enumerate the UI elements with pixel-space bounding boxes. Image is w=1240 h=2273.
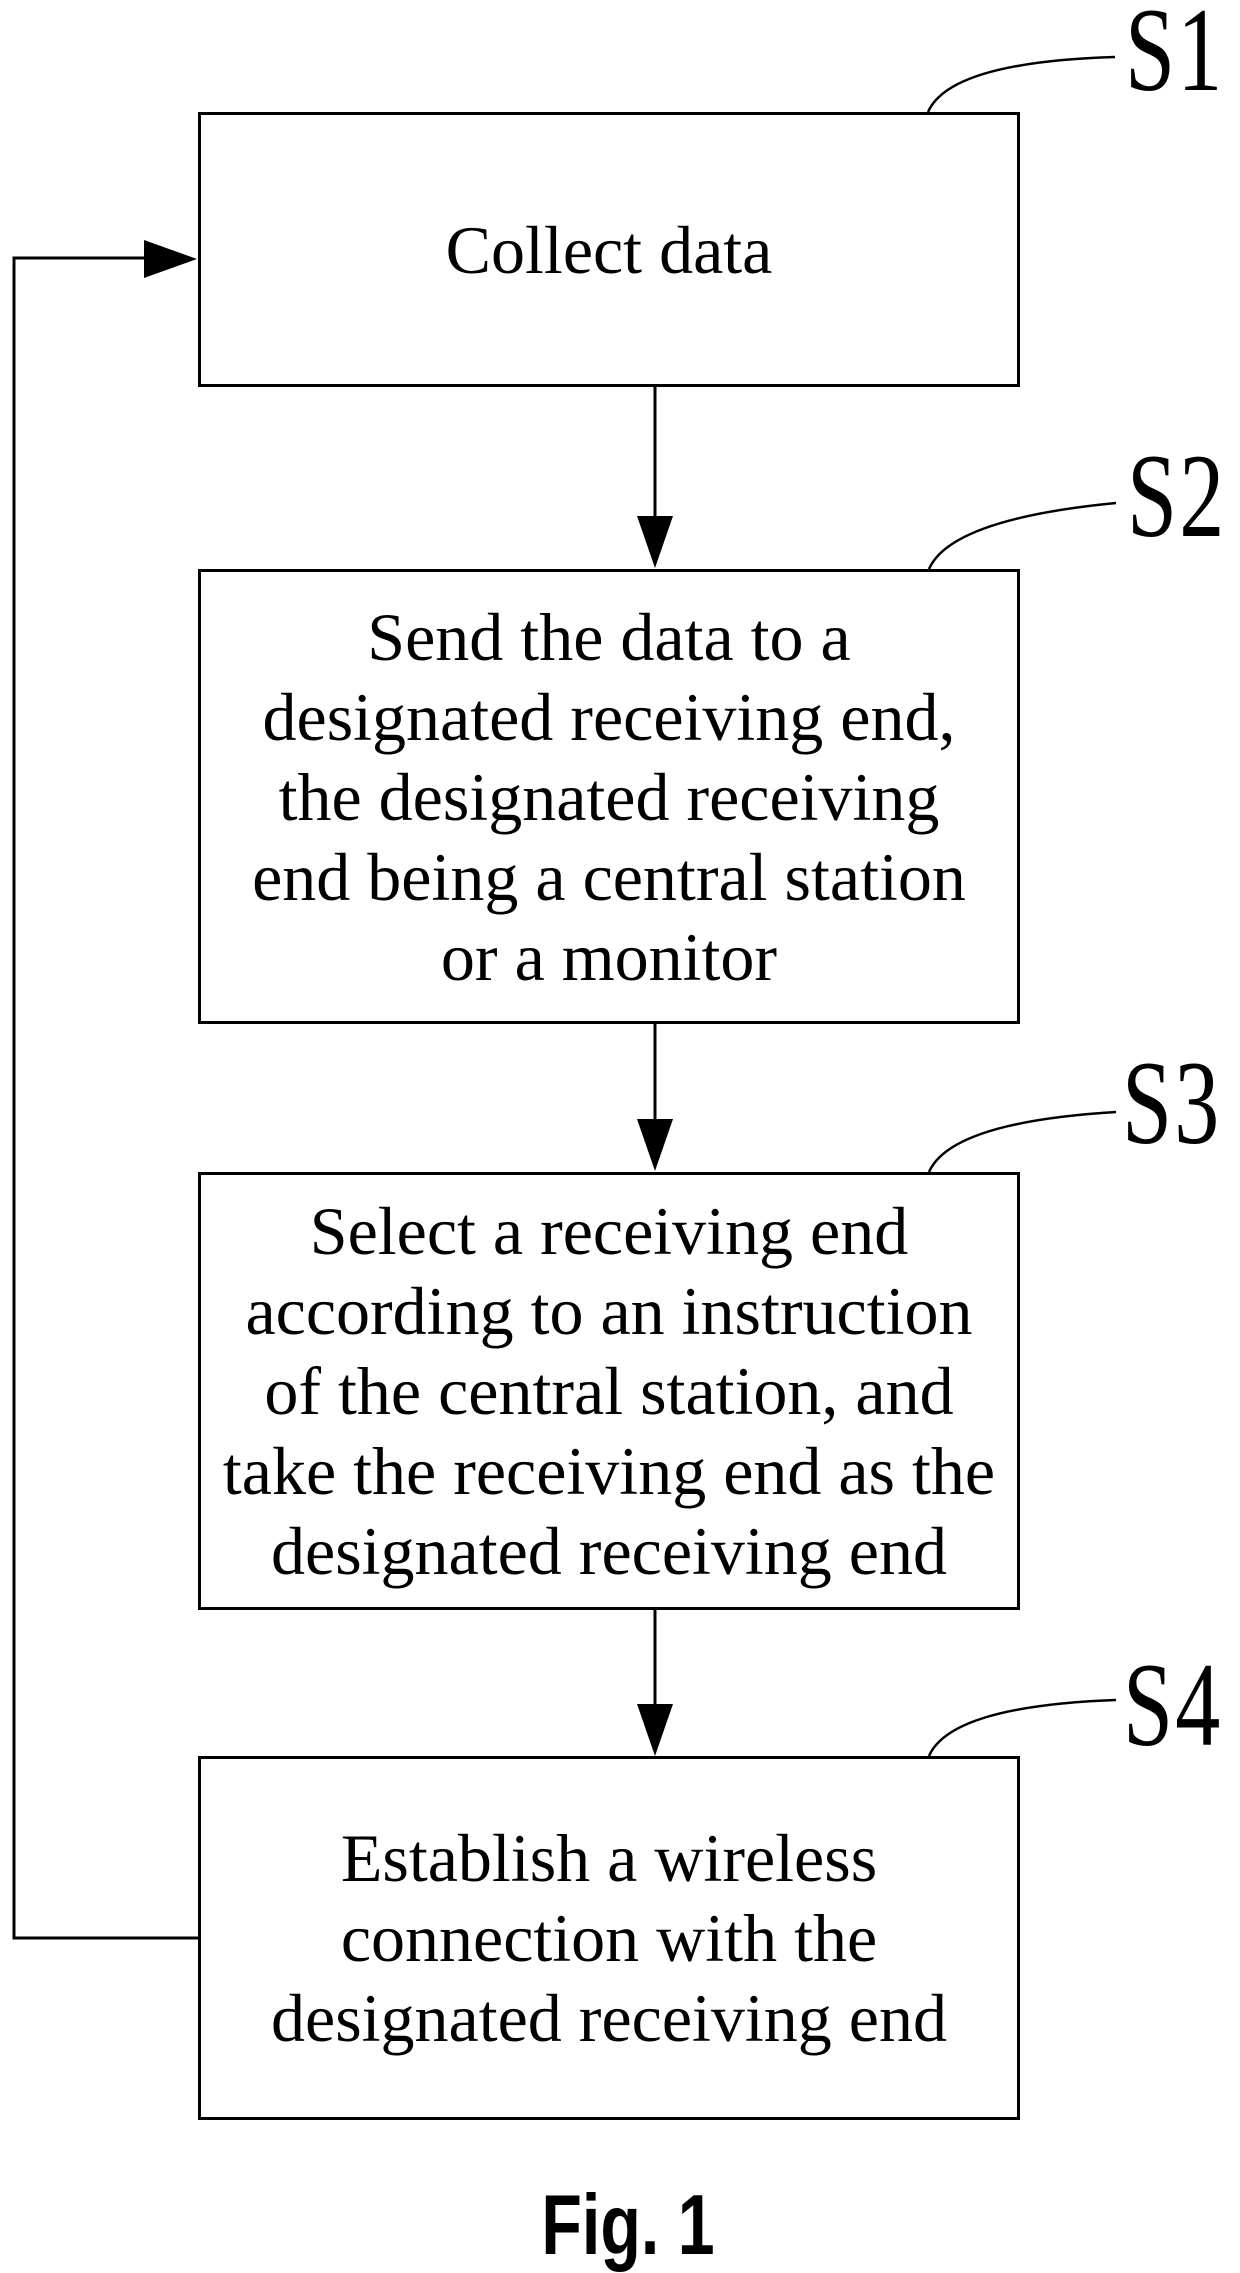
step-text-line: of the central station, and [264, 1353, 954, 1429]
step-text-line: Send the data to a [367, 598, 851, 675]
step-box-s1: Collect data [198, 112, 1020, 387]
step-text-line: Select a receiving end [309, 1193, 909, 1269]
leader-line-s3 [927, 1110, 1117, 1173]
step-label-s1: S1 [1125, 0, 1225, 116]
step-text-line: take the receiving end as the [222, 1433, 996, 1509]
down-arrowhead-s2-icon [637, 516, 673, 568]
down-arrowhead-s4-icon [637, 1704, 673, 1756]
step-text-line: according to an instruction [245, 1273, 973, 1349]
step-label-s3: S3 [1122, 1036, 1222, 1169]
leader-line-s2 [927, 501, 1117, 570]
figure-caption: Fig. 1 [541, 2178, 715, 2273]
step-label-s2: S2 [1127, 429, 1227, 562]
down-arrowhead-s3-icon [637, 1119, 673, 1171]
leader-line-s1 [926, 55, 1116, 113]
step-text-line: designated receiving end, [262, 678, 956, 755]
step-text-line: designated receiving end [271, 1513, 947, 1589]
step-text-line: designated receiving end [271, 1980, 947, 2056]
step-text-line: or a monitor [440, 918, 778, 995]
step-text-line: end being a central station [252, 838, 966, 915]
step-label-s4: S4 [1123, 1638, 1223, 1771]
step-text-line: the designated receiving [278, 758, 940, 835]
step-box-s4: Establish a wireless connection with the… [198, 1756, 1020, 2120]
feedback-loop-line [12, 256, 198, 1940]
step-text-line: Establish a wireless [340, 1820, 878, 1896]
leader-line-s4 [927, 1698, 1117, 1757]
feedback-right-arrowhead-icon [144, 240, 197, 278]
step-box-s2: Send the data to a designated receiving … [198, 569, 1020, 1024]
step-text-line: connection with the [340, 1900, 878, 1976]
step-text-line: Collect data [445, 211, 773, 288]
step-box-s3: Select a receiving end according to an i… [198, 1172, 1020, 1610]
